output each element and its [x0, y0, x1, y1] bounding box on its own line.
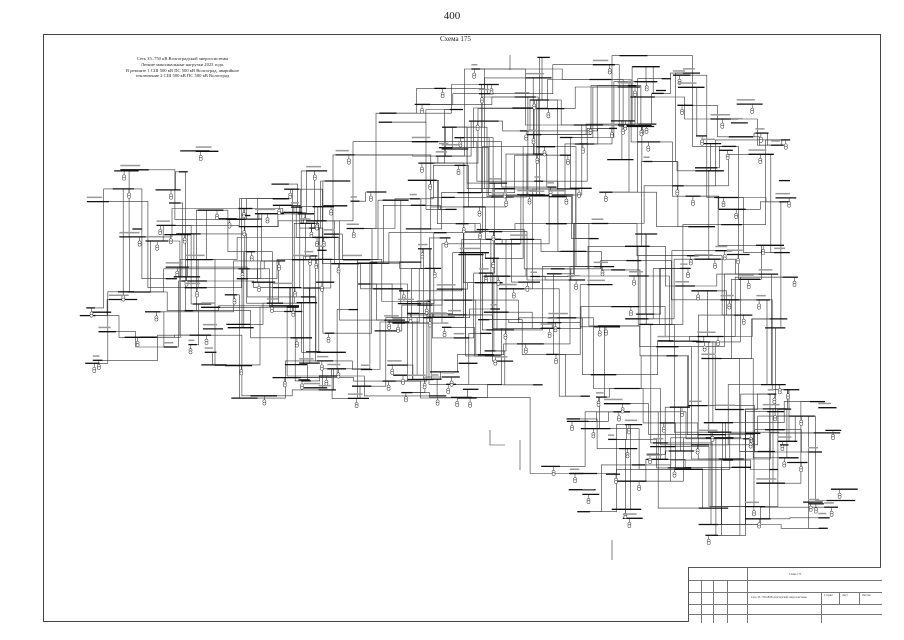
substation-symbols	[89, 64, 842, 545]
title-block-sheets: Листов	[862, 594, 871, 597]
title-block-sheet-label: Схема 175	[789, 573, 802, 576]
caption-line: Сеть 35–750 кВ Волгоградской энергосисте…	[136, 56, 229, 61]
caption-line: отключение 2 СШ 500 кВ ПС 500 кВ Волгогр…	[135, 73, 230, 79]
scheme-title: Схема 175	[440, 35, 471, 43]
title-block-stage: Стадия	[824, 594, 833, 597]
diagram-caption: Сеть 35–750 кВ Волгоградской энергосисте…	[95, 56, 270, 79]
caption-line: Летние максимальные нагрузки 2023 года.	[140, 61, 225, 67]
title-block-sheet: Лист	[842, 594, 848, 597]
title-block: Схема 175 Сеть 35–750 кВ Волгоградской э…	[688, 567, 882, 623]
caption-line: В ремонте 1 СШ 500 кВ ПС 500 кВ Волгогра…	[126, 67, 239, 73]
drawing-sheet	[43, 34, 881, 622]
node-labels	[86, 59, 834, 515]
page-number: 400	[443, 10, 461, 22]
title-block-doc-title: Сеть 35–750 кВ Волгоградской энергосисте…	[751, 596, 807, 599]
